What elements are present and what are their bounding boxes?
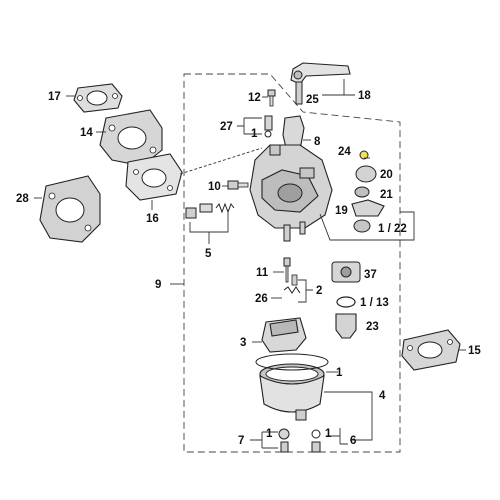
label-1-22: 1 / 22 <box>378 223 407 235</box>
part-37 <box>331 261 361 283</box>
gasket-15 <box>401 329 461 371</box>
gasket-16 <box>125 153 183 201</box>
label-8: 8 <box>314 136 321 148</box>
label-6: 6 <box>350 435 356 447</box>
label-5: 5 <box>205 248 212 260</box>
label-21: 21 <box>380 189 393 201</box>
float-bowl <box>255 353 329 421</box>
label-14: 14 <box>80 127 93 139</box>
bolt-6 <box>311 429 321 453</box>
label-2: 2 <box>316 285 322 297</box>
drain-screw-7 <box>278 428 290 453</box>
needle-11 <box>283 257 291 283</box>
carburetor-body <box>249 144 333 242</box>
label-12: 12 <box>248 92 261 104</box>
label-18: 18 <box>358 90 371 102</box>
float-3 <box>261 317 307 353</box>
insulator-14 <box>99 109 163 167</box>
throttle-lever <box>290 62 351 105</box>
label-27: 27 <box>220 121 233 133</box>
o-ring-21 <box>354 186 370 198</box>
label-28: 28 <box>16 193 29 205</box>
label-16: 16 <box>146 213 159 225</box>
label-10: 10 <box>208 181 221 193</box>
label-26: 26 <box>255 293 268 305</box>
label-24: 24 <box>338 146 351 158</box>
label-4: 4 <box>379 390 386 402</box>
label-1-c: 1 <box>266 428 273 440</box>
gasket-17 <box>73 83 123 113</box>
label-37: 37 <box>364 269 377 281</box>
parts-2 <box>291 274 298 286</box>
label-1-d: 1 <box>325 428 332 440</box>
part-1-22 <box>353 219 371 233</box>
idle-screw-5 <box>185 202 235 219</box>
label-3: 3 <box>240 337 246 349</box>
label-1-b: 1 <box>336 367 343 379</box>
label-25: 25 <box>306 94 319 106</box>
label-9: 9 <box>155 279 161 291</box>
label-17: 17 <box>48 91 61 103</box>
assembly-frame <box>183 73 401 453</box>
label-23: 23 <box>366 321 379 333</box>
label-11: 11 <box>256 267 269 279</box>
label-7: 7 <box>238 435 244 447</box>
diaphragm-20 <box>355 165 377 183</box>
label-19: 19 <box>335 205 348 217</box>
screw-10 <box>227 180 249 190</box>
part-19 <box>351 199 385 217</box>
label-15: 15 <box>468 345 481 357</box>
label-1-13: 1 / 13 <box>360 297 389 309</box>
needle-valve-23 <box>335 313 357 339</box>
spacer-28 <box>39 175 101 243</box>
pilot-jet-27 <box>264 115 273 138</box>
label-1-a: 1 <box>251 128 258 140</box>
screw-12 <box>267 89 276 107</box>
label-20: 20 <box>380 169 393 181</box>
gasket-1-13 <box>336 296 356 308</box>
part-24-highlight <box>359 150 369 160</box>
spring-26 <box>283 286 301 294</box>
